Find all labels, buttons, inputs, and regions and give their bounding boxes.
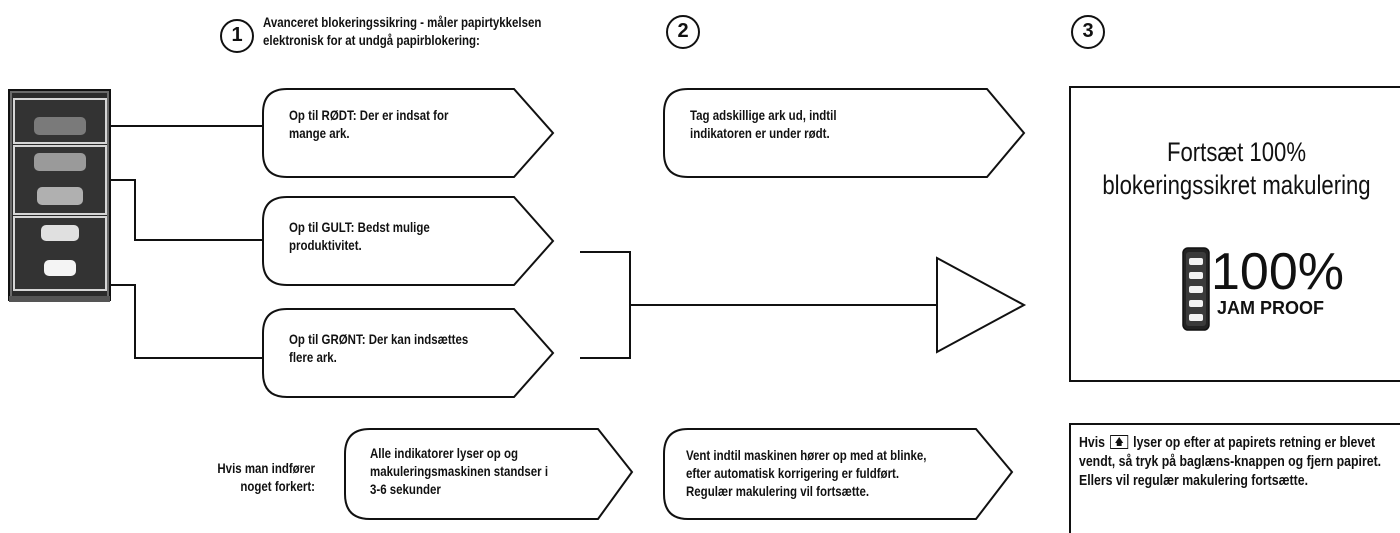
- callout-action-red-line1: Tag adskillige ark ud, indtil: [690, 107, 837, 123]
- callout-green-line2: flere ark.: [289, 349, 337, 365]
- callout-action-red: Tag adskillige ark ud, indtil indikatore…: [690, 106, 837, 142]
- step-3-number: 3: [1071, 15, 1105, 49]
- callout-red-shape: [262, 88, 555, 178]
- indicator-led-yellow: [37, 187, 83, 205]
- result-box: Fortsæt 100% blokeringssikret makulering…: [1069, 86, 1400, 382]
- result-title: Fortsæt 100% blokeringssikret makulering: [1101, 136, 1372, 202]
- note-text-before-icon: Hvis: [1079, 434, 1105, 451]
- callout-red-line2: mange ark.: [289, 125, 350, 141]
- misfeed-action-line2: efter automatisk korrigering er fuldført…: [686, 465, 900, 481]
- jam-indicator-panel: [8, 89, 111, 302]
- step-2-number: 2: [666, 15, 700, 49]
- result-percent: 100%: [1211, 243, 1344, 301]
- step-1-heading-line2: elektronisk for at undgå papirblokering:: [263, 32, 480, 48]
- indicator-led-upper: [34, 153, 86, 171]
- misfeed-state-line1: Alle indikatorer lyser op og: [370, 445, 519, 461]
- connector-lines: [110, 125, 937, 359]
- misfeed-action-line3: Regulær makulering vil fortsætte.: [686, 483, 870, 499]
- reverse-note-text: Hvis lyser op efter at papirets retning …: [1079, 433, 1391, 490]
- callout-red-line1: Op til RØDT: Der er indsat for: [289, 107, 449, 123]
- callout-green: Op til GRØNT: Der kan indsættes flere ar…: [289, 330, 468, 366]
- large-flow-arrow: [936, 256, 1027, 354]
- callout-yellow-line2: produktivitet.: [289, 237, 362, 253]
- step-1-heading: Avanceret blokeringssikring - måler papi…: [263, 13, 541, 49]
- callout-action-red-shape: [663, 88, 1026, 178]
- result-title-line1: Fortsæt 100%: [1166, 137, 1307, 167]
- misfeed-state-line2: makuleringsmaskinen standser i: [370, 463, 549, 479]
- misfeed-label-line2: noget forkert:: [240, 478, 315, 494]
- step-1-number: 1: [220, 19, 254, 53]
- result-badge: JAM PROOF: [1217, 298, 1325, 318]
- callout-yellow: Op til GULT: Bedst mulige produktivitet.: [289, 218, 430, 254]
- misfeed-state-line3: 3-6 sekunder: [370, 481, 441, 497]
- callout-green-shape: [262, 308, 555, 398]
- reverse-paper-icon: [1110, 435, 1129, 449]
- callout-red: Op til RØDT: Der er indsat for mange ark…: [289, 106, 448, 142]
- indicator-led-green: [44, 260, 76, 276]
- indicator-led-red: [34, 117, 86, 135]
- callout-misfeed-action-shape: [663, 428, 1014, 520]
- callout-misfeed-state: Alle indikatorer lyser op og makulerings…: [370, 444, 548, 498]
- step-1-heading-line1: Avanceret blokeringssikring - måler papi…: [263, 14, 542, 30]
- callout-yellow-line1: Op til GULT: Bedst mulige: [289, 219, 430, 235]
- misfeed-label: Hvis man indfører noget forkert:: [200, 459, 315, 495]
- reverse-note-box: Hvis lyser op efter at papirets retning …: [1069, 423, 1400, 533]
- note-text-after-icon: lyser op efter at papirets retning er bl…: [1079, 434, 1382, 489]
- callout-yellow-shape: [262, 196, 555, 286]
- callout-misfeed-state-shape: [344, 428, 634, 520]
- misfeed-action-line1: Vent indtil maskinen hører op med at bli…: [686, 447, 927, 463]
- result-title-line2: blokeringssikret makulering: [1102, 170, 1371, 200]
- jam-proof-indicator-icon: [1182, 247, 1210, 331]
- misfeed-label-line1: Hvis man indfører: [217, 460, 315, 476]
- callout-shapes: [262, 88, 1027, 520]
- callout-action-red-line2: indikatoren er under rødt.: [690, 125, 830, 141]
- callout-green-line1: Op til GRØNT: Der kan indsættes: [289, 331, 469, 347]
- callout-misfeed-action: Vent indtil maskinen hører op med at bli…: [686, 446, 927, 500]
- indicator-led-lower: [41, 225, 79, 241]
